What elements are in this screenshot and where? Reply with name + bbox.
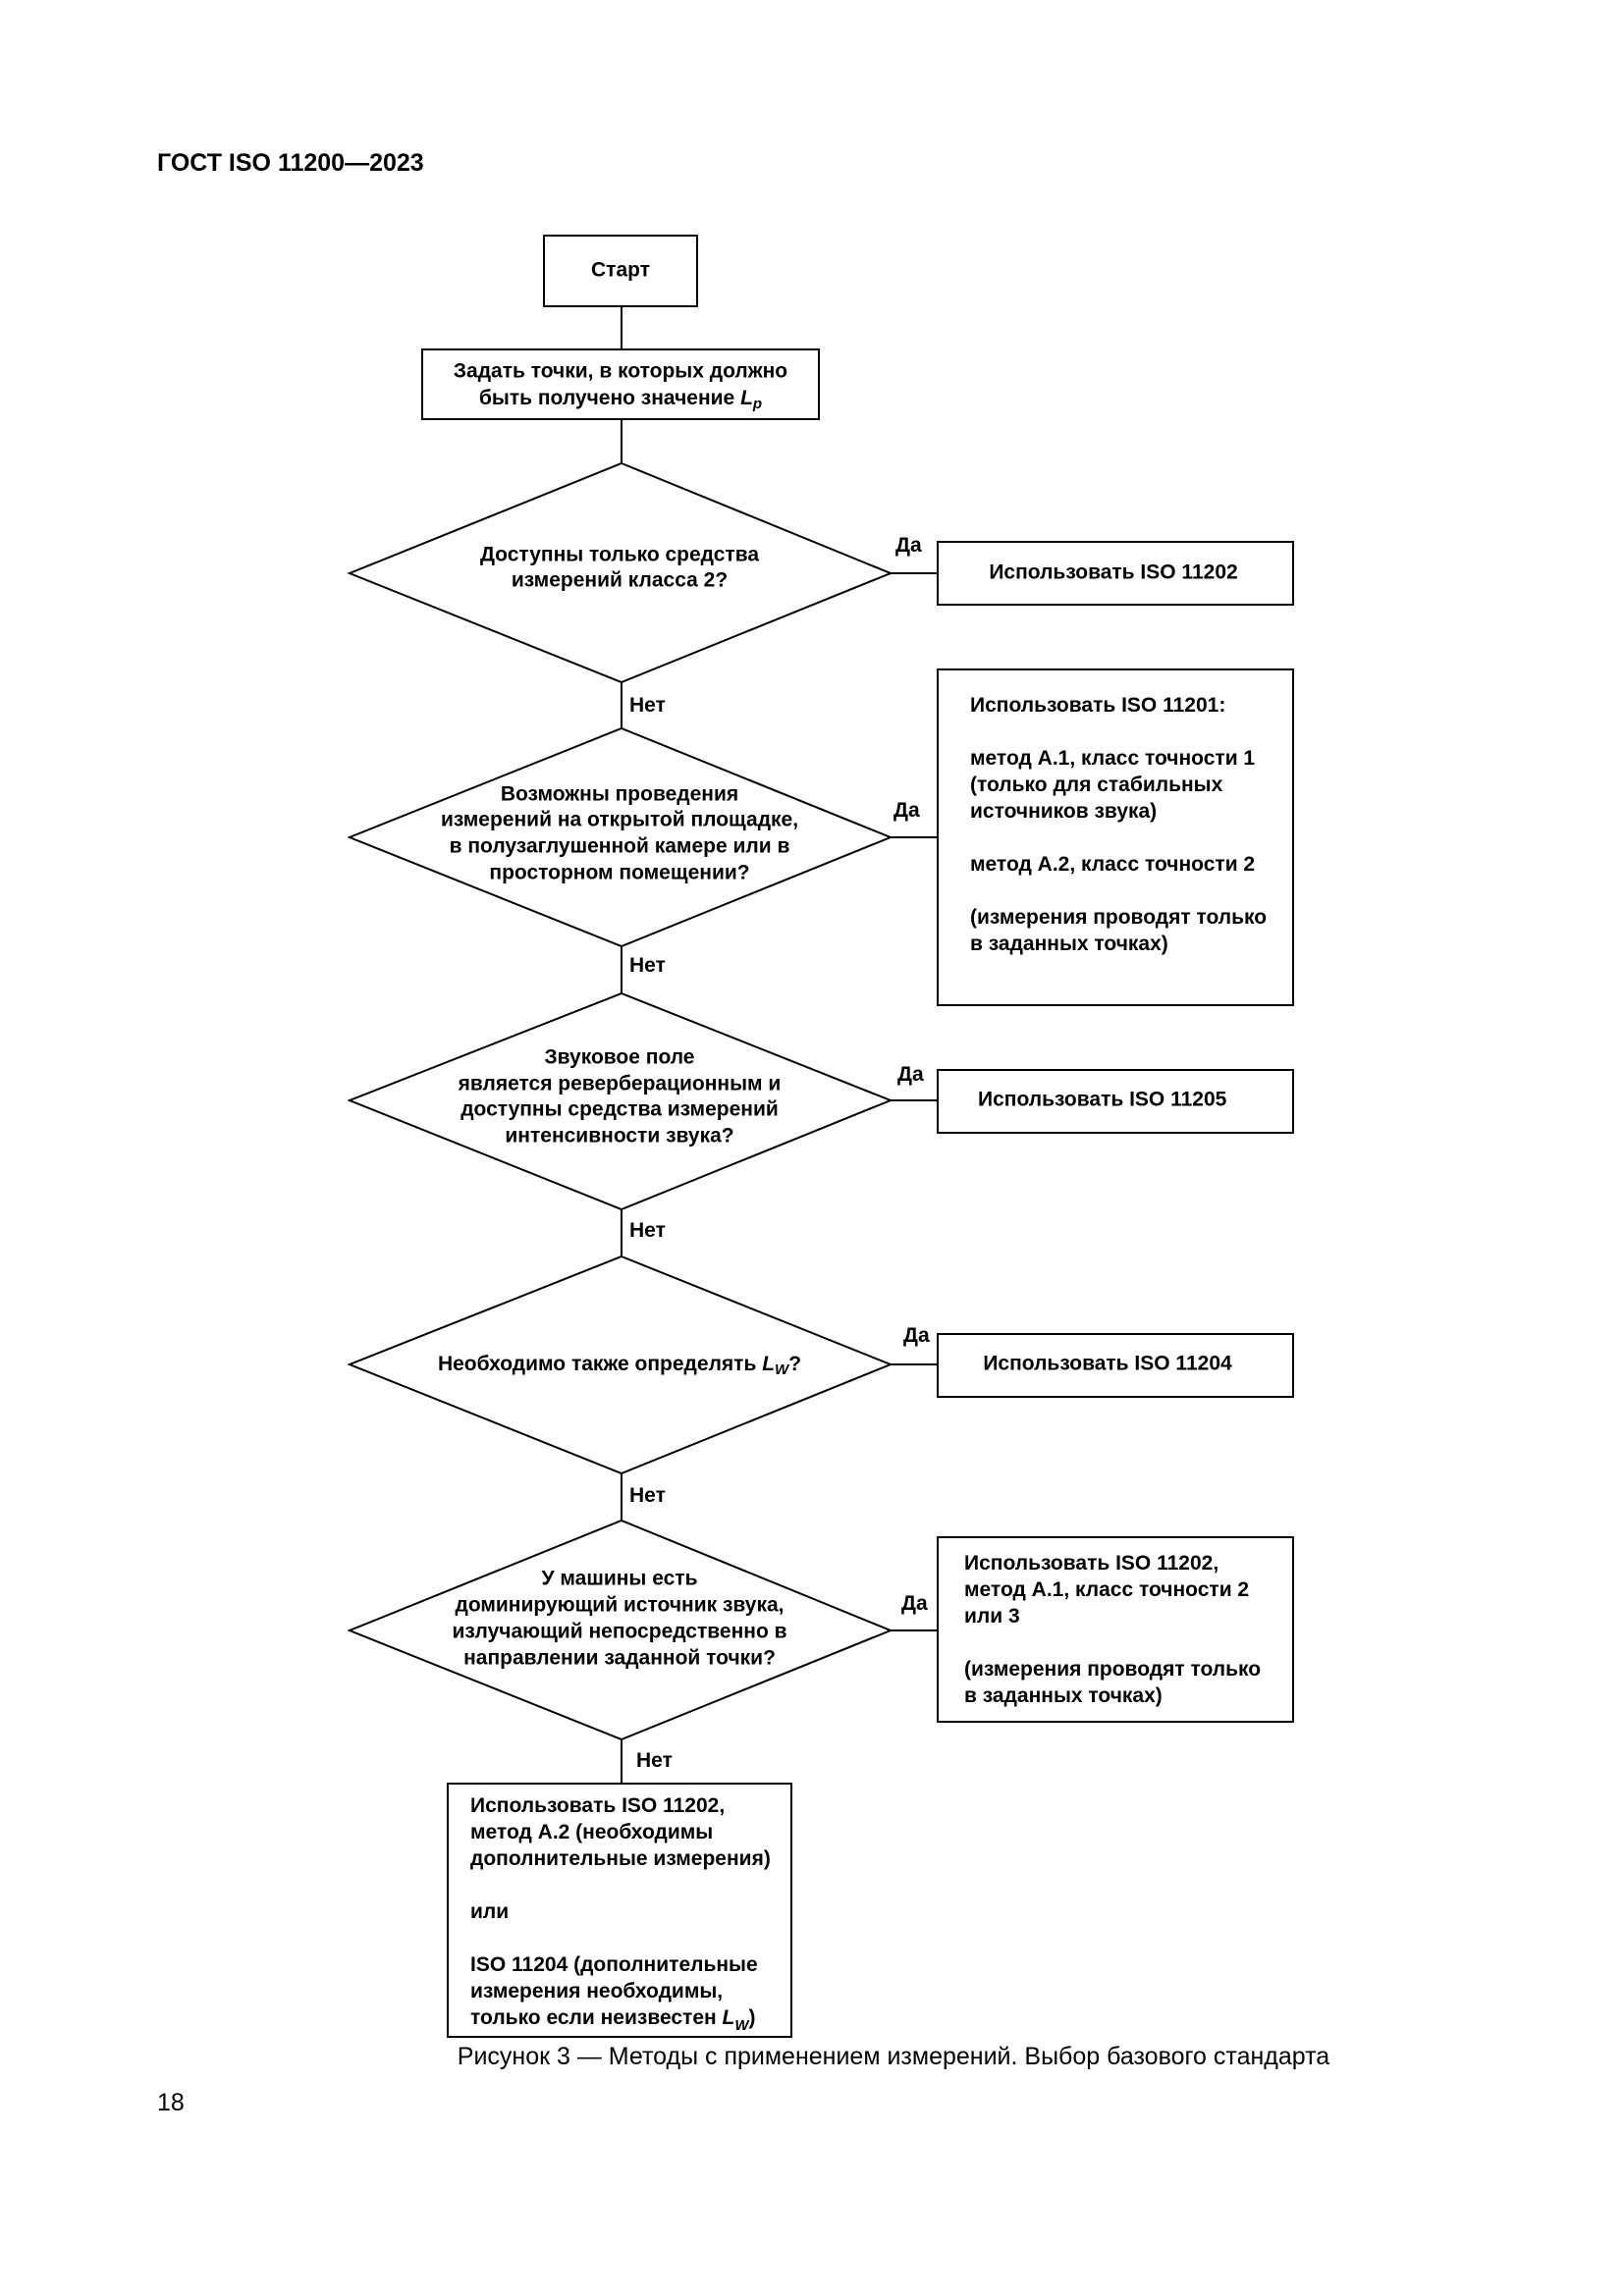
result-iso11204-text: Использовать ISO 11204 [983, 1353, 1232, 1375]
result-iso11202-box: Использовать ISO 11202 [937, 541, 1294, 606]
result-iso11201-line6: (измерения проводят только [970, 906, 1267, 929]
result-iso11202-a1-line3: или 3 [964, 1605, 1020, 1628]
final-result-line4: или [470, 1900, 509, 1923]
result-iso11202-a1-line5: в заданных точках) [964, 1684, 1163, 1707]
question-reverberant-diamond: Звуковое поле является реверберационным … [347, 991, 893, 1211]
start-box: Старт [543, 235, 698, 307]
question-dominant-source-line4: направлении заданной точки? [463, 1647, 776, 1670]
branch-labels: Да Да Да Да Да Нет Нет Нет Нет Нет [629, 534, 930, 1772]
question-open-field-line4: просторном помещении? [489, 862, 749, 884]
question-reverberant-line3: доступны средства измерений [460, 1098, 779, 1121]
result-iso11201-line4: источников звука) [970, 800, 1157, 823]
result-iso11202-a1-line2: метод А.1, класс точности 2 [964, 1578, 1249, 1601]
question-reverberant-line1: Звуковое поле [545, 1046, 695, 1069]
question-dominant-source-line3: излучающий непосредственно в [452, 1621, 786, 1643]
result-iso11201-line3: (только для стабильных [970, 774, 1223, 796]
result-iso11201-line7: в заданных точках) [970, 933, 1168, 955]
yes-label-q1: Да [895, 534, 922, 557]
final-result-line2: метод А.2 (необходимы [470, 1821, 713, 1843]
page-number: 18 [157, 2089, 185, 2116]
result-iso11204-box: Использовать ISO 11204 [937, 1333, 1294, 1398]
result-iso11201-line5: метод А.2, класс точности 2 [970, 853, 1255, 876]
question-dominant-source-line2: доминирующий источник звука, [455, 1594, 784, 1617]
result-iso11202-a1-line4: (измерения проводят только [964, 1658, 1261, 1681]
question-class2-line2: измерений класса 2? [512, 569, 728, 592]
final-result-line1: Использовать ISO 11202, [470, 1794, 725, 1817]
result-iso11201-box: Использовать ISO 11201: метод А.1, класс… [937, 668, 1294, 1006]
result-iso11202-a1-line1: Использовать ISO 11202, [964, 1552, 1218, 1575]
result-iso11205-box: Использовать ISO 11205 [937, 1069, 1294, 1134]
question-open-field-diamond: Возможны проведения измерений на открыто… [347, 726, 893, 948]
result-iso11201-line1: Использовать ISO 11201: [970, 694, 1225, 717]
no-label-q1: Нет [629, 694, 666, 717]
question-reverberant-line4: интенсивности звука? [505, 1125, 733, 1148]
final-result-line5: ISO 11204 (дополнительные [470, 1953, 758, 1976]
no-label-q3: Нет [629, 1219, 666, 1242]
define-points-line1: Задать точки, в которых должно [454, 360, 787, 383]
define-points-line2: быть получено значение Lp [479, 387, 762, 412]
question-power-level-diamond: Необходимо также определять LW? [347, 1255, 893, 1475]
yes-label-q5: Да [901, 1592, 928, 1615]
document-header: ГОСТ ISO 11200—2023 [157, 149, 424, 177]
no-label-q2: Нет [629, 954, 666, 977]
question-open-field-line2: измерений на открытой площадке, [441, 809, 798, 831]
flow-connectors [621, 306, 938, 1784]
question-open-field-line1: Возможны проведения [501, 783, 738, 806]
question-power-level-text: Необходимо также определять LW? [438, 1353, 801, 1378]
no-label-q4: Нет [629, 1484, 666, 1507]
result-iso11202-a1-box: Использовать ISO 11202, метод А.1, класс… [937, 1536, 1294, 1723]
question-class2-diamond: Доступны только средства измерений класс… [347, 461, 893, 684]
final-result-line7: только если неизвестен LW) [470, 2006, 756, 2034]
question-open-field-line3: в полузаглушенной камере или в [450, 835, 790, 858]
yes-label-q4: Да [903, 1324, 930, 1347]
yes-label-q3: Да [897, 1063, 924, 1086]
question-dominant-source-diamond: У машины есть доминирующий источник звук… [347, 1519, 893, 1741]
final-result-line3: дополнительные измерения) [470, 1847, 771, 1870]
question-reverberant-line2: является реверберационным и [458, 1073, 782, 1095]
result-iso11205-text: Использовать ISO 11205 [978, 1089, 1227, 1111]
question-class2-line1: Доступны только средства [480, 544, 759, 566]
final-result-line6: измерения необходимы, [470, 1980, 723, 2002]
question-dominant-source-line1: У машины есть [542, 1568, 698, 1590]
result-iso11201-line2: метод А.1, класс точности 1 [970, 747, 1255, 770]
result-iso11202-text: Использовать ISO 11202 [989, 561, 1237, 584]
yes-label-q2: Да [893, 799, 920, 822]
figure-caption: Рисунок 3 — Методы с применением измерен… [458, 2043, 1330, 2070]
no-label-q5: Нет [636, 1749, 673, 1772]
final-result-box: Использовать ISO 11202, метод А.2 (необх… [447, 1783, 792, 2038]
define-points-box: Задать точки, в которых должно быть полу… [421, 348, 820, 420]
start-label: Старт [591, 259, 650, 282]
